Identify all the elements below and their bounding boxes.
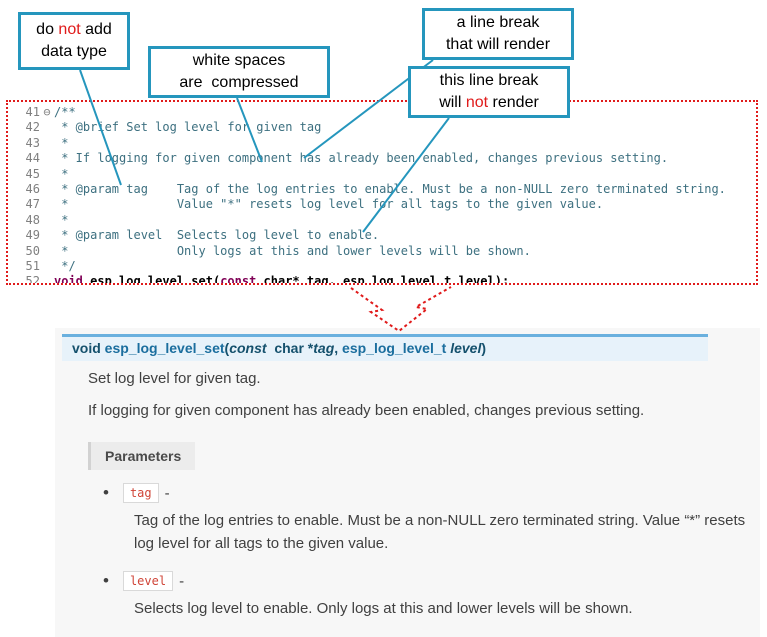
callout-no-data-type: do not add data type xyxy=(18,12,130,70)
callout-text: data type xyxy=(41,43,107,60)
param-name-literal: level xyxy=(122,571,174,591)
code-line: 51 */ xyxy=(16,259,756,274)
function-declaration: void esp_log_level_set(const char* tag, … xyxy=(54,274,510,285)
function-name: esp_log_level_set xyxy=(104,340,225,356)
brief-description: Set log level for given tag. xyxy=(88,370,261,387)
line-number: 52 xyxy=(25,274,40,285)
code-line: 45 * xyxy=(16,167,756,182)
parameters-header: Parameters xyxy=(88,442,196,470)
line-number: 45 xyxy=(25,166,40,181)
callout-text: will not render xyxy=(439,94,539,111)
code-text: * xyxy=(54,166,69,181)
rendered-docs-panel: void esp_log_level_set(const char *tag, … xyxy=(55,328,760,637)
line-number: 47 xyxy=(25,197,40,212)
callout-whitespace-compressed: white spaces are compressed xyxy=(148,46,330,98)
code-text: * If logging for given component has alr… xyxy=(54,151,669,166)
callout-text: a line break xyxy=(456,14,540,32)
code-line: 48 * xyxy=(16,213,756,228)
param-description: Selects log level to enable. Only logs a… xyxy=(134,600,633,617)
code-text: * @brief Set log level for given tag xyxy=(54,120,322,135)
param-row: tag - xyxy=(103,483,766,503)
source-code-editor: 41⊖/** 42 * @brief Set log level for giv… xyxy=(6,100,758,285)
code-text: */ xyxy=(54,258,76,273)
line-number: 48 xyxy=(25,212,40,227)
line-number: 49 xyxy=(25,228,40,243)
code-text: * xyxy=(54,135,69,150)
param-dash: - xyxy=(164,484,170,502)
code-text: * Value "*" resets log level for all tag… xyxy=(54,197,604,212)
param-item-tag: tag - Tag of the log entries to enable. … xyxy=(103,483,766,555)
code-text: /** xyxy=(54,105,76,119)
line-number: 44 xyxy=(25,151,40,166)
code-line: 46 * @param tag Tag of the log entries t… xyxy=(16,182,756,197)
code-line: 41⊖/** xyxy=(16,105,756,120)
code-line: 47 * Value "*" resets log level for all … xyxy=(16,197,756,212)
code-line: 43 * xyxy=(16,136,756,151)
callout-line-break-not-render: this line break will not render xyxy=(408,66,570,118)
detailed-description: If logging for given component has alrea… xyxy=(88,402,645,419)
code-text: * @param tag Tag of the log entries to e… xyxy=(54,181,726,196)
line-number: 51 xyxy=(25,258,40,273)
line-number: 42 xyxy=(25,120,40,135)
line-number: 41 xyxy=(25,105,40,119)
code-text: * @param level Selects log level to enab… xyxy=(54,228,380,243)
line-number: 43 xyxy=(25,135,40,150)
callout-text: this line break xyxy=(439,72,539,90)
param-description: Tag of the log entries to enable. Must b… xyxy=(134,512,746,552)
param-item-level: level - Selects log level to enable. Onl… xyxy=(103,571,766,621)
callout-text: are compressed xyxy=(179,74,299,91)
param-row: level - xyxy=(103,571,766,591)
callout-line-break-renders: a line break that will render xyxy=(422,8,574,60)
callout-text: white spaces xyxy=(192,52,286,70)
code-line-declaration: 52 void esp_log_level_set(const char* tag… xyxy=(16,274,756,285)
code-text: * Only logs at this and lower levels wil… xyxy=(54,243,531,258)
param-dash: - xyxy=(179,572,185,590)
code-text: * xyxy=(54,212,69,227)
line-number: 50 xyxy=(25,243,40,258)
param-name-literal: tag xyxy=(122,483,159,503)
code-line: 44 * If logging for given component has … xyxy=(16,151,756,166)
callout-text: do not add xyxy=(36,21,112,39)
code-line: 42 * @brief Set log level for given tag xyxy=(16,120,756,135)
fold-icon[interactable]: ⊖ xyxy=(43,105,51,119)
down-arrow-icon xyxy=(350,286,452,333)
code-line: 49 * @param level Selects log level to e… xyxy=(16,228,756,243)
code-line: 50 * Only logs at this and lower levels … xyxy=(16,244,756,259)
function-signature: void esp_log_level_set(const char *tag, … xyxy=(62,334,708,361)
callout-text: that will render xyxy=(445,36,551,53)
line-number: 46 xyxy=(25,181,40,196)
